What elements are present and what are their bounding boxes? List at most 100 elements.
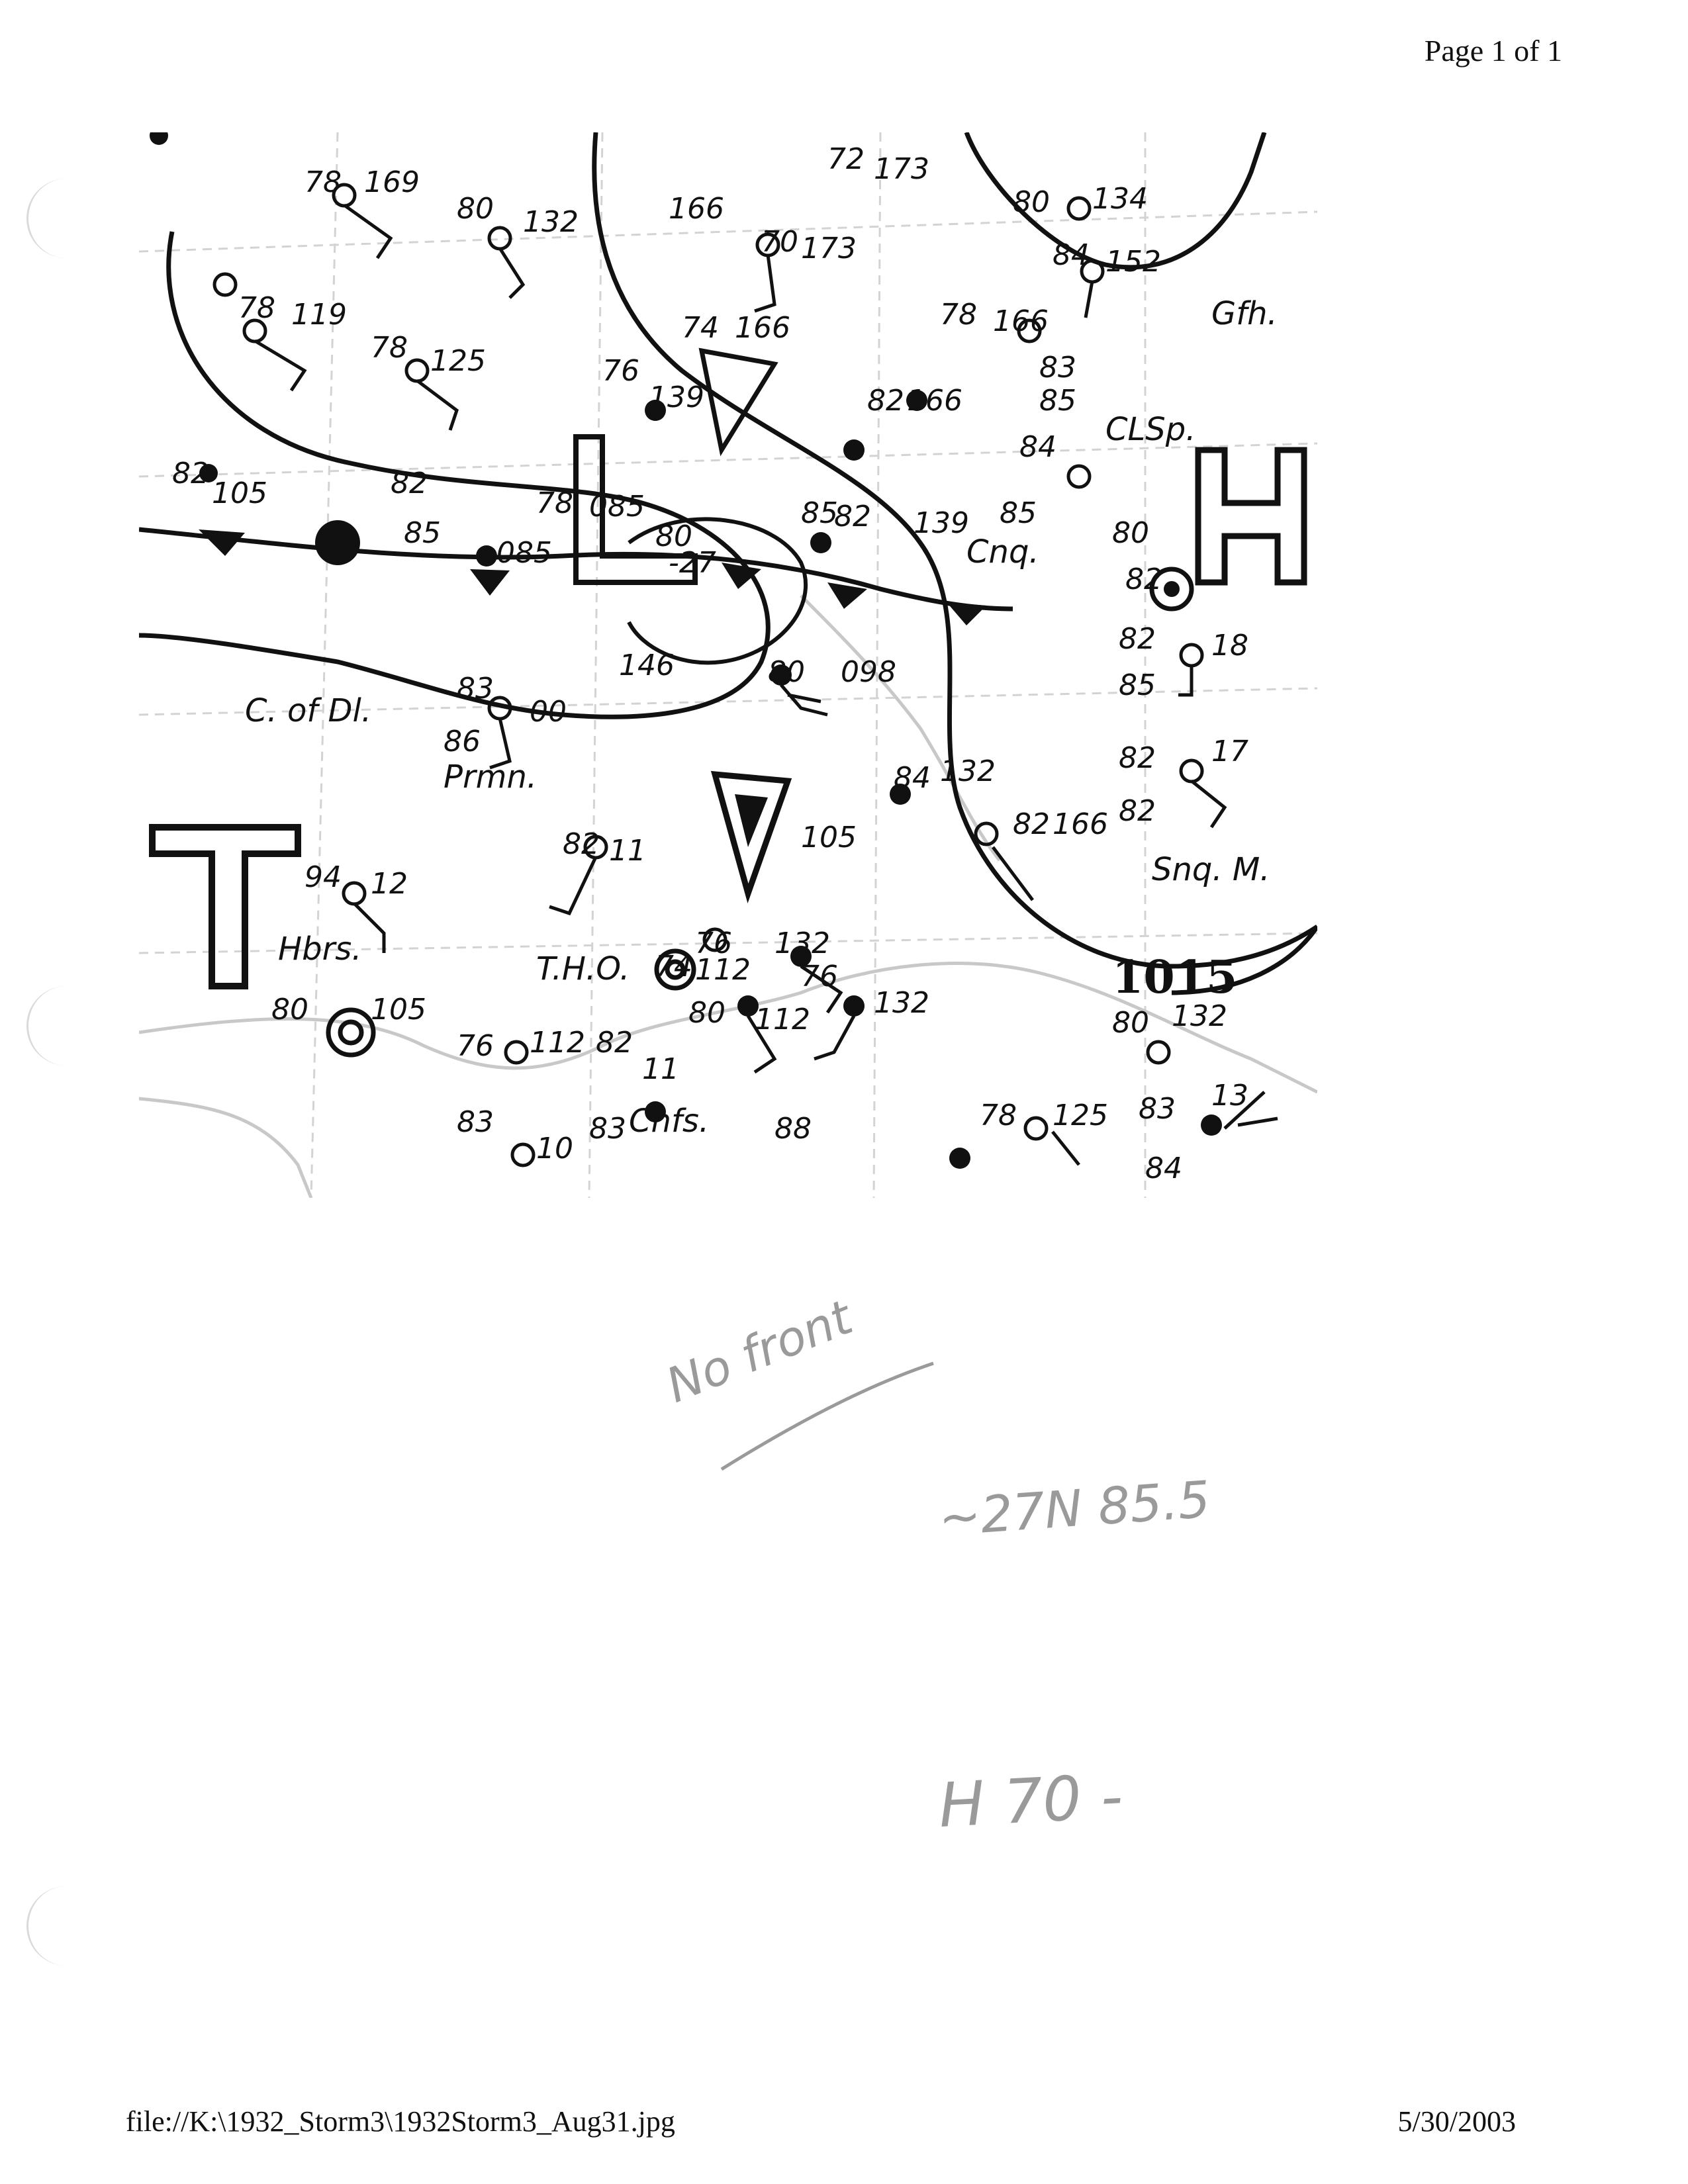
wind-triangle-south bbox=[710, 770, 792, 903]
svg-text:139: 139 bbox=[649, 381, 704, 414]
svg-text:85: 85 bbox=[404, 516, 441, 550]
svg-text:82: 82 bbox=[1013, 807, 1050, 841]
svg-text:83: 83 bbox=[1139, 1092, 1176, 1126]
svg-text:78: 78 bbox=[980, 1099, 1017, 1132]
svg-text:80: 80 bbox=[1013, 185, 1050, 219]
svg-text:105: 105 bbox=[212, 477, 267, 510]
svg-text:11: 11 bbox=[642, 1052, 679, 1086]
svg-text:169: 169 bbox=[364, 165, 420, 199]
svg-text:132: 132 bbox=[874, 986, 929, 1020]
place-label-snq-m: Snq. M. bbox=[1152, 851, 1270, 888]
place-label-c-of-dl: C. of Dl. bbox=[245, 692, 371, 729]
svg-text:132: 132 bbox=[940, 754, 996, 788]
svg-text:78: 78 bbox=[305, 165, 342, 199]
svg-text:78: 78 bbox=[536, 486, 573, 520]
svg-text:88: 88 bbox=[774, 1112, 812, 1146]
svg-text:105: 105 bbox=[801, 821, 857, 854]
svg-text:85: 85 bbox=[1119, 668, 1156, 702]
svg-text:74: 74 bbox=[682, 311, 719, 345]
svg-text:80: 80 bbox=[655, 520, 692, 553]
svg-text:80: 80 bbox=[768, 655, 805, 689]
station-numbers: 78 169 80 132 166 72 173 70 173 80 134 8… bbox=[172, 142, 1248, 1185]
place-labels: C. of Dl. Prmn. Cnq. CLSp. Gfh. Snq. M. … bbox=[245, 295, 1278, 1140]
file-path: file://K:\1932_Storm3\1932Storm3_Aug31.j… bbox=[126, 2105, 675, 2138]
svg-text:166: 166 bbox=[669, 192, 724, 226]
svg-text:166: 166 bbox=[735, 311, 790, 345]
svg-text:82: 82 bbox=[867, 384, 904, 418]
svg-text:80: 80 bbox=[688, 996, 726, 1030]
svg-text:125: 125 bbox=[1053, 1099, 1108, 1132]
svg-text:70: 70 bbox=[761, 225, 798, 259]
low-pressure-symbol bbox=[573, 434, 698, 585]
svg-text:76: 76 bbox=[457, 1029, 494, 1063]
storm-circle bbox=[627, 517, 808, 665]
place-label-tho: T.H.O. bbox=[536, 950, 630, 987]
svg-text:85: 85 bbox=[1039, 384, 1076, 418]
svg-text:82: 82 bbox=[1119, 741, 1156, 775]
note-underline bbox=[720, 1361, 934, 1471]
svg-text:76: 76 bbox=[602, 354, 639, 388]
svg-text:82: 82 bbox=[1119, 622, 1156, 656]
svg-text:84: 84 bbox=[1145, 1152, 1182, 1185]
svg-text:139: 139 bbox=[914, 506, 969, 540]
place-label-gfh: Gfh. bbox=[1211, 295, 1278, 332]
svg-text:84: 84 bbox=[1053, 238, 1090, 272]
svg-text:112: 112 bbox=[530, 1026, 585, 1060]
punch-hole-middle bbox=[26, 986, 68, 1066]
svg-text:12: 12 bbox=[371, 867, 408, 901]
weather-map: 78 169 80 132 166 72 173 70 173 80 134 8… bbox=[139, 132, 1317, 1198]
svg-text:72: 72 bbox=[827, 142, 865, 176]
svg-text:83: 83 bbox=[457, 672, 494, 705]
svg-text:85: 85 bbox=[1000, 496, 1037, 530]
svg-text:86: 86 bbox=[444, 725, 481, 758]
svg-text:83: 83 bbox=[457, 1105, 494, 1139]
svg-text:82: 82 bbox=[1119, 794, 1156, 828]
place-label-cnq: Cnq. bbox=[966, 533, 1039, 570]
high-pressure-symbol bbox=[1149, 447, 1307, 612]
svg-text:80: 80 bbox=[1112, 516, 1149, 550]
svg-text:78: 78 bbox=[371, 331, 408, 365]
bullseye-stations bbox=[326, 948, 696, 1058]
svg-text:112: 112 bbox=[695, 953, 751, 987]
punch-hole-top bbox=[26, 179, 68, 258]
svg-text:132: 132 bbox=[523, 205, 579, 239]
svg-text:17: 17 bbox=[1211, 735, 1248, 768]
svg-text:098: 098 bbox=[841, 655, 896, 689]
svg-text:125: 125 bbox=[430, 344, 486, 378]
svg-text:166: 166 bbox=[907, 384, 962, 418]
svg-text:146: 146 bbox=[619, 649, 675, 682]
trough-symbol bbox=[149, 824, 301, 989]
svg-text:82: 82 bbox=[834, 500, 871, 533]
svg-text:84: 84 bbox=[894, 761, 931, 795]
svg-text:105: 105 bbox=[371, 993, 426, 1026]
svg-text:80: 80 bbox=[271, 993, 308, 1026]
wind-barbs bbox=[254, 203, 1278, 1166]
svg-text:82: 82 bbox=[172, 457, 209, 490]
svg-text:10: 10 bbox=[536, 1132, 573, 1165]
note-coords: ~27N 85.5 bbox=[937, 1470, 1212, 1547]
svg-text:119: 119 bbox=[291, 298, 347, 332]
svg-text:166: 166 bbox=[1053, 807, 1108, 841]
svg-text:00: 00 bbox=[530, 695, 567, 729]
station-markers-filled bbox=[150, 132, 1222, 1169]
svg-text:80: 80 bbox=[1112, 1006, 1149, 1040]
punch-hole-bottom bbox=[26, 1886, 68, 1966]
svg-text:173: 173 bbox=[874, 152, 929, 186]
svg-text:11: 11 bbox=[609, 834, 646, 868]
print-date: 5/30/2003 bbox=[1397, 2105, 1516, 2138]
svg-text:13: 13 bbox=[1211, 1079, 1248, 1113]
svg-text:82: 82 bbox=[596, 1026, 633, 1060]
svg-text:83: 83 bbox=[1039, 351, 1076, 385]
svg-text:83: 83 bbox=[589, 1112, 626, 1146]
svg-text:132: 132 bbox=[774, 927, 830, 960]
svg-text:78: 78 bbox=[940, 298, 977, 332]
svg-text:085: 085 bbox=[496, 536, 552, 570]
svg-text:74: 74 bbox=[655, 950, 692, 983]
coastline bbox=[139, 594, 1317, 1198]
note-intensity: H 70 - bbox=[937, 1761, 1125, 1841]
wind-triangle-north bbox=[698, 347, 778, 457]
svg-text:94: 94 bbox=[305, 860, 342, 894]
place-label-prmn: Prmn. bbox=[444, 758, 537, 796]
svg-text:82: 82 bbox=[391, 467, 428, 500]
svg-text:134: 134 bbox=[1092, 182, 1148, 216]
